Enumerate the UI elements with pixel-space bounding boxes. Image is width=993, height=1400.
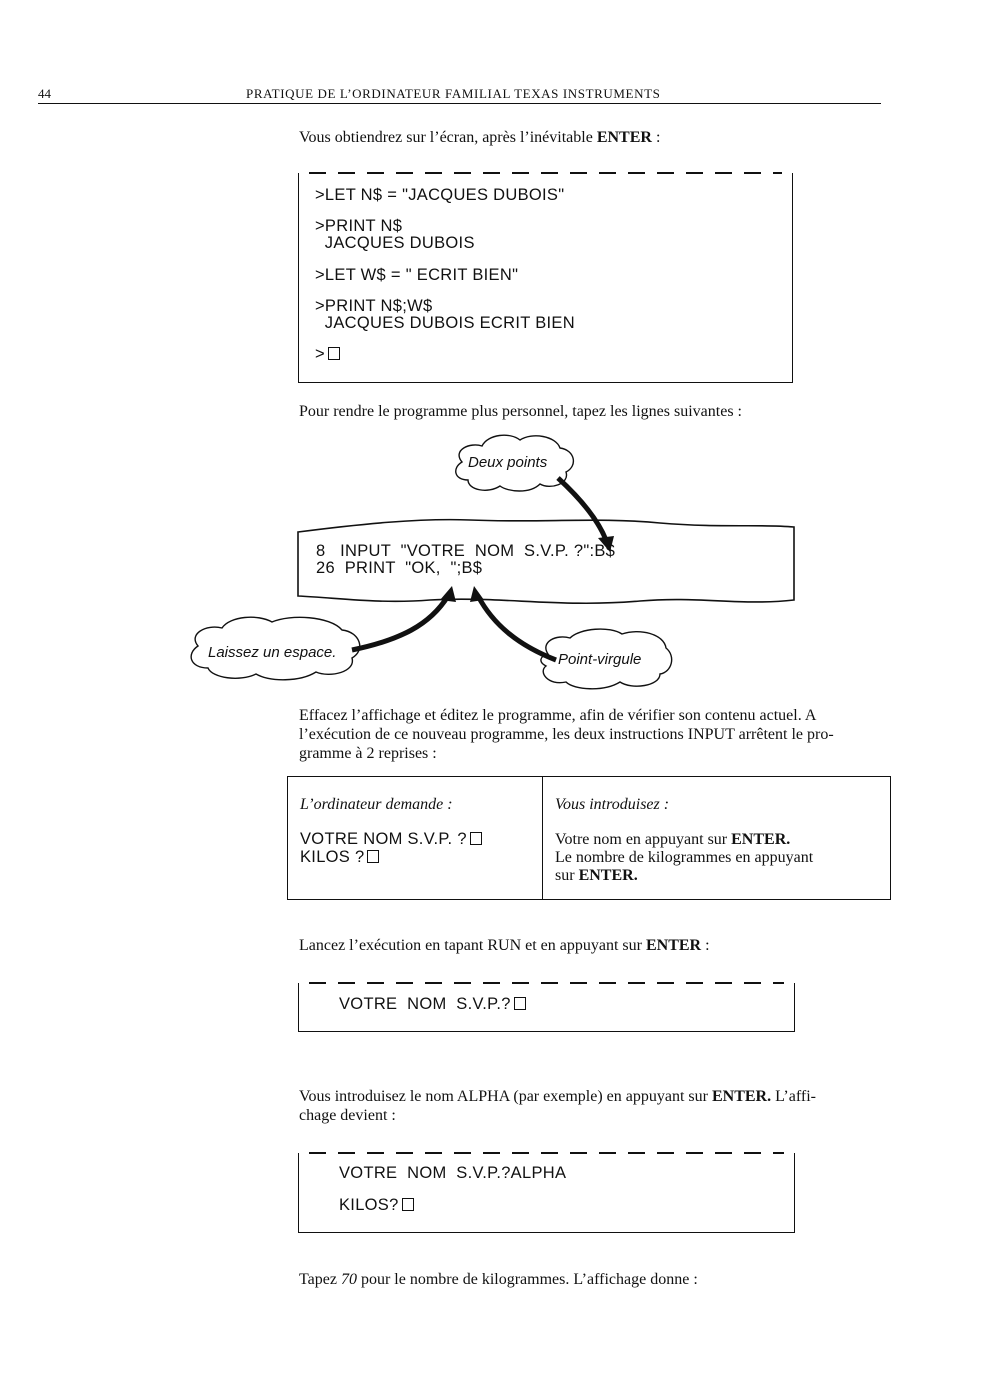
paragraph-erase: Effacez l’affichage et éditez le program… [299,707,834,762]
paragraph-alpha: Vous introduisez le nom ALPHA (par exemp… [299,1088,816,1124]
page-number: 44 [38,86,51,101]
screen-line: VOTRE NOM S.V.P.? [339,996,526,1013]
paragraph-personal: Pour rendre le programme plus personnel,… [299,403,742,420]
arrow-head-colon [598,536,614,552]
listing-line-26: 26 PRINT "OK, ";B$ [316,559,483,577]
running-head: PRATIQUE DE L’ORDINATEUR FAMILIAL TEXAS … [246,86,661,101]
screen-line: JACQUES DUBOIS [315,234,475,252]
cursor-icon [401,1198,414,1211]
callout-deux-points: Deux points [468,454,548,471]
paragraph-final: Tapez 70 pour le nombre de kilogrammes. … [299,1271,698,1288]
cursor-icon [469,832,482,845]
cursor-icon [327,347,340,360]
screen-output-2: VOTRE NOM S.V.P.? [298,982,795,1032]
screen-prompt-line: > [315,346,340,363]
input-table: L’ordinateur demande : Vous introduisez … [287,776,891,900]
program-listing: 8 INPUT "VOTRE NOM S.V.P. ?":B$ 26 PRINT… [316,543,615,577]
screen-line: KILOS? [339,1197,414,1214]
header-rule [38,103,881,104]
screen-output-3: VOTRE NOM S.V.P.?ALPHA KILOS? [298,1152,795,1233]
screen-line: VOTRE NOM S.V.P.?ALPHA [339,1164,567,1182]
table-answer-kilos: Le nombre de kilogrammes en appuyant [555,849,814,866]
cloud-deux-points [455,434,575,492]
table-answer-name: Votre nom en appuyant sur ENTER. [555,831,791,848]
cursor-icon [367,850,380,863]
screen-top-dashes [309,172,782,174]
table-header-user: Vous introduisez : [555,796,670,813]
arrow-to-space [351,594,451,653]
paragraph-run: Lancez l’exécution en tapant RUN et en a… [299,937,710,954]
cloud-laissez [190,616,361,681]
table-header-computer: L’ordinateur demande : [300,796,453,813]
table-answer-kilos-cont: sur ENTER. [555,867,638,884]
cursor-icon [513,997,526,1010]
table-divider [542,777,544,899]
arrow-head-semicolon [470,586,484,602]
screen-line: >LET N$ = "JACQUES DUBOIS" [315,186,565,204]
callout-laissez-espace: Laissez un espace. [208,644,337,661]
arrow-to-colon [556,476,609,541]
listing-line-8: 8 INPUT "VOTRE NOM S.V.P. ?":B$ [316,542,616,560]
table-prompt-name: VOTRE NOM S.V.P. ? [300,831,482,848]
intro-paragraph: Vous obtiendrez sur l’écran, après l’iné… [299,129,661,146]
listing-paper-outline [297,518,795,605]
screen-output-1: >LET N$ = "JACQUES DUBOIS" >PRINT N$ JAC… [298,172,793,383]
arrow-to-semicolon [475,594,557,663]
callout-point-virgule: Point-virgule [558,651,642,668]
screen-top-dashes [309,1152,784,1154]
screen-line: >PRINT N$ [315,217,403,235]
cloud-point-virgule [540,628,673,690]
arrow-head-space [440,586,456,602]
table-prompt-kilos: KILOS ? [300,849,380,866]
screen-line: JACQUES DUBOIS ECRIT BIEN [315,314,575,332]
screen-line: >PRINT N$;W$ [315,297,433,315]
annotated-listing-figure [190,434,795,690]
screen-top-dashes [309,982,784,984]
screen-line: >LET W$ = " ECRIT BIEN" [315,266,519,284]
